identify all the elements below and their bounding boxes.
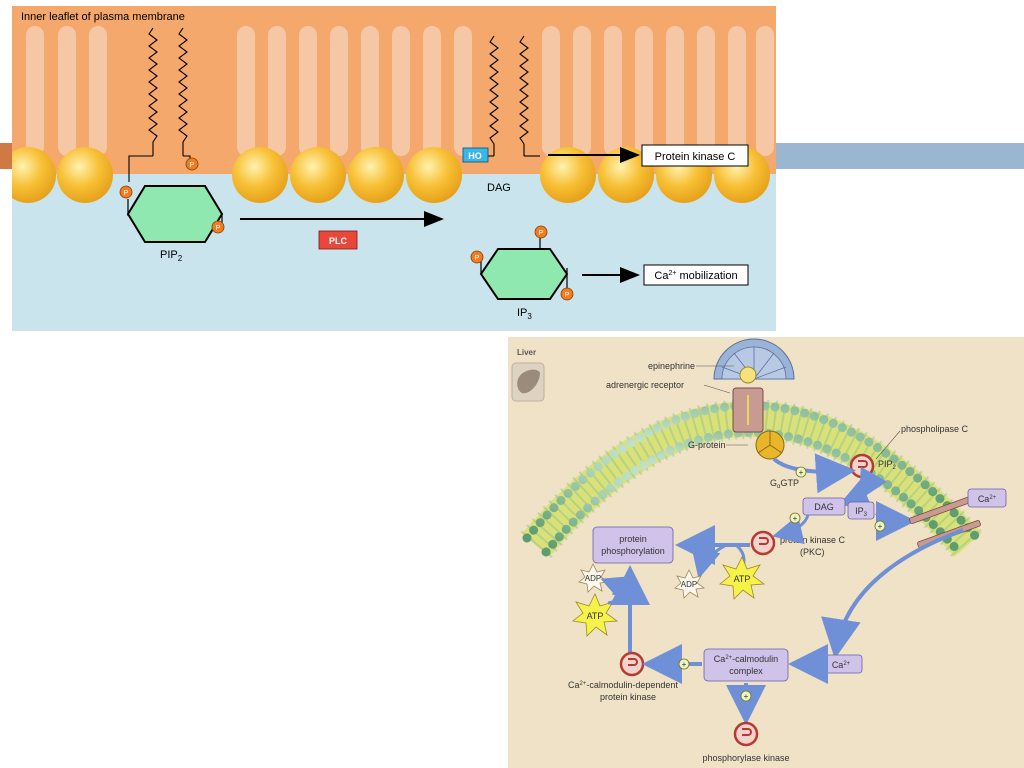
svg-text:P: P	[565, 292, 570, 299]
atp-label: ATP	[587, 611, 604, 621]
activation-plus-icon: +	[795, 466, 807, 478]
plc-label: PLC	[329, 236, 348, 246]
adp-label: ADP	[585, 574, 601, 583]
g-protein-label: G-protein	[688, 440, 726, 450]
dag-label: DAG	[814, 502, 834, 512]
membrane-title: Inner leaflet of plasma membrane	[21, 11, 185, 23]
activation-plus-icon: +	[678, 658, 690, 670]
epinephrine-label: epinephrine	[648, 361, 695, 371]
activation-plus-icon: +	[874, 520, 886, 532]
phosphorylase-kinase-enzyme-icon	[733, 721, 759, 747]
phosphorylase-kinase-label: phosphorylase kinase	[702, 753, 789, 763]
ip3-molecule	[479, 238, 569, 300]
protein-kinase-c-box	[641, 144, 749, 167]
calcium-release-arrow	[821, 528, 964, 659]
svg-text:P: P	[190, 162, 195, 169]
ca-calmodulin-complex-line1: Ca2+-calmodulin	[714, 654, 778, 664]
svg-text:+: +	[744, 692, 749, 701]
protein-kinase-c-label: Protein kinase C	[655, 151, 736, 163]
ho-group-badge	[462, 147, 489, 163]
dag-box	[802, 497, 846, 516]
accent-band-right	[776, 143, 1024, 169]
ip3-label: IP3	[517, 307, 532, 321]
g-protein-icon	[755, 430, 785, 460]
plc-reaction-diagram: Inner leaflet of plasma membrane P P P P…	[12, 6, 776, 331]
phosphate-group: P	[211, 220, 225, 234]
phosphate-group: P	[534, 225, 548, 239]
svg-text:+: +	[799, 468, 804, 477]
activation-plus-icon: +	[789, 512, 801, 524]
phosphate-group: P	[560, 287, 574, 301]
phospholipase-c-label: phospholipase C	[901, 424, 969, 434]
svg-text:+: +	[682, 660, 687, 669]
liver-icon	[517, 369, 540, 394]
adp-label: ADP	[681, 580, 697, 589]
atp-label: ATP	[734, 574, 751, 584]
adp-starburst-icon	[578, 563, 610, 593]
cam-kinase-label-line2: protein kinase	[600, 692, 656, 702]
svg-text:+: +	[878, 522, 883, 531]
protein-phosphorylation-line2: phosphorylation	[601, 546, 665, 556]
svg-text:P: P	[475, 255, 480, 262]
epinephrine-ligand-icon	[713, 338, 795, 384]
ip3-label: IP3	[855, 506, 868, 518]
atp-starburst-icon	[719, 556, 766, 600]
phosphate-group: P	[185, 157, 199, 171]
ca-calmodulin-kinase-enzyme-icon	[619, 651, 645, 677]
liver-signaling-pathway-diagram: Liver epinephrine adrenergic receptor G-…	[508, 333, 1024, 768]
pip2-label: PIP2	[878, 459, 897, 471]
liver-label: Liver	[517, 348, 536, 357]
cytosolic-calcium-label: Ca2+	[832, 660, 851, 670]
activation-plus-icon: +	[740, 690, 752, 702]
svg-text:P: P	[216, 225, 221, 232]
accent-band-left	[0, 143, 12, 169]
dag-fatty-acid-tails	[487, 35, 540, 157]
pip2-fatty-acid-tails	[128, 27, 191, 182]
pip2-molecule	[126, 185, 224, 243]
ho-label: HO	[468, 151, 482, 161]
dag-label: DAG	[487, 182, 511, 194]
lipid-tails	[26, 26, 774, 156]
phosphate-group: P	[119, 185, 133, 199]
galpha-gtp-label: GαGTP	[770, 478, 799, 490]
protein-kinase-c-enzyme-icon	[750, 530, 776, 556]
lipid-heads	[12, 147, 770, 203]
cam-kinase-label-line1: Ca2+-calmodulin-dependent	[568, 680, 678, 690]
protein-phosphorylation-line1: protein	[619, 534, 647, 544]
pkc-label-line1: protein kinase C	[780, 535, 846, 545]
ca-calmodulin-complex-line2: complex	[729, 666, 763, 676]
pkc-label-line2: (PKC)	[800, 547, 825, 557]
ca-mobilization-label: Ca2+ mobilization	[654, 270, 737, 282]
ca-mobilization-box	[643, 264, 749, 286]
calcium-store-label: Ca2+	[978, 494, 997, 504]
ip3-box	[847, 501, 875, 520]
svg-text:+: +	[793, 514, 798, 523]
protein-phosphorylation-box	[592, 526, 674, 564]
adrenergic-receptor-label: adrenergic receptor	[606, 380, 684, 390]
atp-starburst-icon	[572, 593, 619, 637]
svg-text:P: P	[539, 230, 544, 237]
phosphate-group: P	[470, 250, 484, 264]
adp-starburst-icon	[674, 569, 706, 599]
phospholipase-c-enzyme-icon	[849, 453, 875, 479]
pip2-label: PIP2	[160, 249, 183, 263]
svg-text:P: P	[124, 190, 129, 197]
plc-enzyme-badge	[318, 230, 358, 250]
calcium-store-box	[967, 488, 1007, 508]
